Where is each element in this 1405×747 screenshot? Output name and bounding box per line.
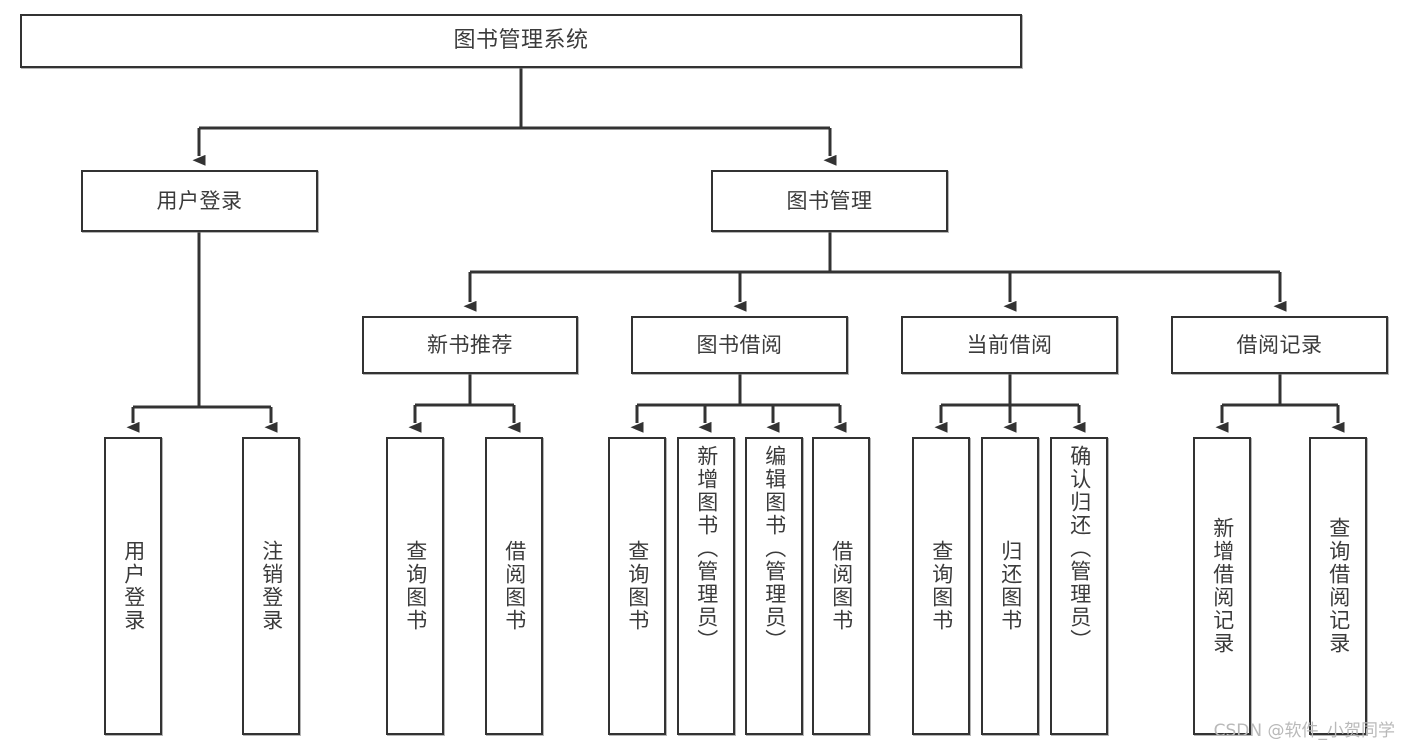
leaf-user-login-logout[interactable]: 注销登录 <box>242 437 300 735</box>
node-label: 查询借阅记录 <box>1326 517 1351 655</box>
node-label: 用户登录 <box>121 540 146 632</box>
node-borrow-record[interactable]: 借阅记录 <box>1171 316 1388 374</box>
leaf-record-add-record[interactable]: 新增借阅记录 <box>1193 437 1251 735</box>
watermark-text: CSDN @软件_小贺同学 <box>1213 721 1395 741</box>
node-label: 查询图书 <box>929 540 954 632</box>
leaf-user-login-login[interactable]: 用户登录 <box>104 437 162 735</box>
leaf-borrow-borrow-book[interactable]: 借阅图书 <box>812 437 870 735</box>
node-label: 用户登录 <box>156 188 243 213</box>
node-label: 归还图书 <box>998 540 1023 632</box>
node-label: 查询图书 <box>403 540 428 632</box>
node-book-management[interactable]: 图书管理 <box>711 170 948 232</box>
leaf-recommend-borrow-book[interactable]: 借阅图书 <box>485 437 543 735</box>
node-label: 图书借阅 <box>696 332 783 357</box>
node-book-borrow[interactable]: 图书借阅 <box>631 316 848 374</box>
node-user-login[interactable]: 用户登录 <box>81 170 318 232</box>
leaf-record-query-record[interactable]: 查询借阅记录 <box>1309 437 1367 735</box>
node-label: 借阅记录 <box>1236 332 1323 357</box>
node-new-book-recommend[interactable]: 新书推荐 <box>362 316 578 374</box>
leaf-current-confirm-return-admin[interactable]: 确认归还（管理员） <box>1050 437 1108 735</box>
node-label: 借阅图书 <box>502 540 527 632</box>
node-label: 确认归还（管理员） <box>1067 445 1092 652</box>
node-label: 当前借阅 <box>966 332 1053 357</box>
node-label: 新增图书（管理员） <box>694 445 719 652</box>
leaf-current-return-book[interactable]: 归还图书 <box>981 437 1039 735</box>
node-label: 借阅图书 <box>829 540 854 632</box>
node-current-borrow[interactable]: 当前借阅 <box>901 316 1118 374</box>
node-label: 图书管理系统 <box>453 28 589 53</box>
leaf-recommend-query-book[interactable]: 查询图书 <box>386 437 444 735</box>
node-label: 新书推荐 <box>427 332 513 357</box>
leaf-borrow-add-book-admin[interactable]: 新增图书（管理员） <box>677 437 735 735</box>
node-root-book-management-system[interactable]: 图书管理系统 <box>20 14 1022 68</box>
node-label: 图书管理 <box>786 188 873 213</box>
leaf-borrow-query-book[interactable]: 查询图书 <box>608 437 666 735</box>
leaf-current-query-book[interactable]: 查询图书 <box>912 437 970 735</box>
node-label: 编辑图书（管理员） <box>762 445 787 652</box>
node-label: 注销登录 <box>259 540 284 632</box>
node-label: 查询图书 <box>625 540 650 632</box>
leaf-borrow-edit-book-admin[interactable]: 编辑图书（管理员） <box>745 437 803 735</box>
node-label: 新增借阅记录 <box>1210 517 1235 655</box>
